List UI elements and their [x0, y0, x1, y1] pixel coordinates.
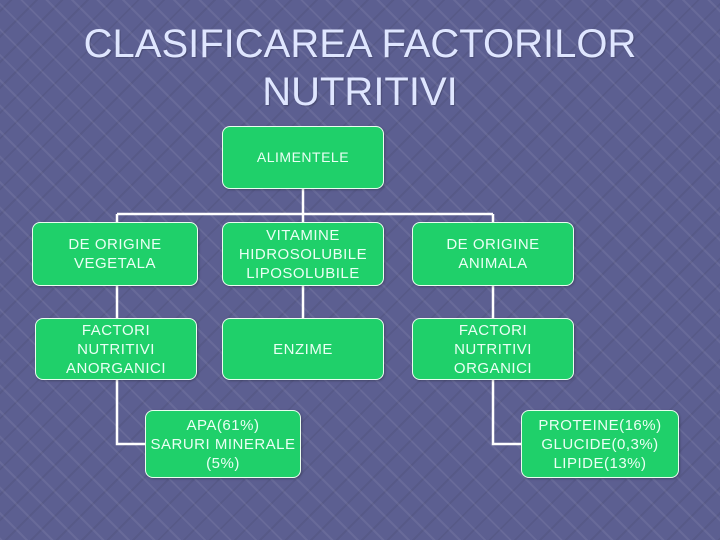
node-alimentele: ALIMENTELE	[222, 126, 384, 189]
slide-title: CLASIFICAREA FACTORILOR NUTRITIVI	[83, 22, 637, 114]
connector-anorganici-apa	[115, 380, 145, 446]
node-enzime: ENZIME	[222, 318, 384, 380]
node-factori-anorganici: FACTORI NUTRITIVI ANORGANICI	[35, 318, 197, 380]
node-factori-organici: FACTORI NUTRITIVI ORGANICI	[412, 318, 574, 380]
node-apa-saruri: APA(61%) SARURI MINERALE (5%)	[145, 410, 301, 478]
node-vitamine: VITAMINE HIDROSOLUBILE LIPOSOLUBILE	[222, 222, 384, 286]
node-origine-vegetala: DE ORIGINE VEGETALA	[32, 222, 198, 286]
node-proteine-glucide-lipide: PROTEINE(16%) GLUCIDE(0,3%) LIPIDE(13%)	[521, 410, 679, 478]
connector-organici-proteine	[491, 380, 521, 446]
node-origine-animala: DE ORIGINE ANIMALA	[412, 222, 574, 286]
